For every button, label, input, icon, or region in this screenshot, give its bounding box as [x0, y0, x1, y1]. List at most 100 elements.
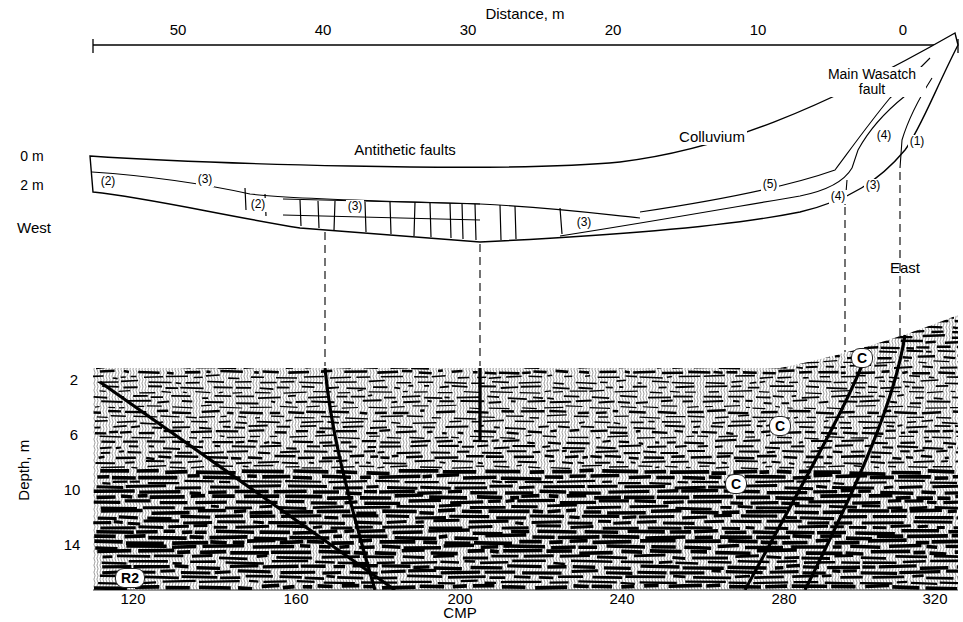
cmp-tick: 160 — [281, 591, 310, 608]
colluvium-boundary — [640, 58, 930, 212]
trench-log — [90, 33, 958, 242]
unit-number: (2) — [249, 198, 268, 211]
reflector-row — [100, 435, 963, 439]
fault-lines — [100, 335, 905, 590]
reflector-row — [97, 345, 963, 349]
reflector-row — [98, 380, 963, 384]
reflector-row — [101, 465, 963, 468]
reflector-row — [101, 510, 957, 513]
depth-tick: 2 — [68, 372, 80, 389]
unit-number: (1) — [908, 135, 927, 148]
depth-tick: 14 — [62, 537, 83, 554]
reflector-row — [101, 400, 963, 403]
reflector-row — [100, 320, 963, 324]
feature-label: Colluvium — [677, 129, 747, 146]
depth-tick: 6 — [68, 427, 80, 444]
callout-text: C — [857, 350, 867, 366]
axis-line — [93, 44, 958, 45]
depth-label: 0 m — [18, 149, 45, 164]
callout-text: C — [775, 418, 785, 434]
fault-line — [478, 368, 481, 440]
reflector-row — [98, 581, 963, 584]
reflector-row — [94, 585, 957, 589]
reflector-row — [97, 485, 963, 488]
correlation-lines — [325, 172, 900, 366]
reflector-row — [93, 520, 963, 524]
reflector-row — [94, 500, 963, 503]
unit-boundary — [92, 172, 480, 204]
callout-label: C — [725, 474, 747, 494]
reflector-row — [94, 490, 963, 493]
unit-boundary — [852, 96, 905, 168]
callout-label: C — [851, 348, 873, 368]
seismic-reflectors — [93, 310, 963, 589]
trench-outline — [90, 33, 958, 242]
unit-number: (3) — [346, 200, 365, 213]
reflector-row — [101, 350, 955, 353]
unit-number: (4) — [875, 129, 894, 142]
reflector-row — [102, 566, 963, 569]
reflector-row — [102, 561, 963, 564]
reflector-row — [96, 495, 963, 499]
reflector-row — [99, 330, 963, 334]
feature-label: Antithetic faults — [352, 142, 458, 159]
reflector-row — [103, 555, 963, 559]
axis-title: Depth, m — [16, 438, 33, 503]
reflector-row — [101, 450, 963, 453]
cmp-tick: 240 — [607, 591, 636, 608]
reflector-row — [100, 315, 963, 319]
reflector-row — [99, 456, 949, 459]
reflector-row — [100, 445, 963, 449]
tick-label: 10 — [748, 22, 769, 39]
reflector-row — [98, 515, 963, 518]
reflector-row — [100, 370, 955, 373]
fault-line — [805, 335, 905, 590]
reflector-row — [95, 545, 963, 549]
reflector-row — [95, 405, 963, 409]
reflector-row — [97, 550, 963, 554]
axis-title: CMP — [441, 605, 478, 622]
unit-number: (3) — [196, 173, 215, 186]
seismic-section — [93, 300, 963, 595]
side-label: East — [888, 260, 922, 277]
antithetic-fault — [245, 188, 562, 240]
reflector-row — [101, 505, 963, 509]
dashed-line — [844, 207, 845, 352]
callout-label: C — [769, 416, 791, 436]
reflector-row — [102, 386, 963, 389]
reflector-row — [101, 310, 963, 314]
reflector-row — [95, 460, 963, 464]
axis-title: Distance, m — [483, 6, 566, 23]
unit-number: (2) — [99, 175, 118, 188]
reflector-row — [102, 481, 957, 484]
fault-line — [745, 350, 868, 590]
callout-text: C — [731, 476, 741, 492]
depth-tick: 10 — [62, 482, 83, 499]
unit-number: (5) — [761, 178, 780, 191]
unit-number: (3) — [575, 216, 594, 229]
reflector-row — [101, 440, 956, 444]
reflector-row — [102, 325, 958, 329]
callout-text: R2 — [121, 570, 139, 586]
dashed-line — [479, 244, 480, 366]
dashed-line — [899, 172, 900, 336]
tick-label: 30 — [458, 22, 479, 39]
reflector-row — [94, 395, 963, 399]
tick-label: 40 — [313, 22, 334, 39]
fault-line — [325, 368, 375, 590]
reflector-row — [97, 475, 963, 479]
reflector-row — [102, 360, 963, 364]
cmp-tick: 280 — [769, 591, 798, 608]
reflector-row — [95, 420, 958, 424]
reflector-row — [97, 355, 963, 358]
unit-number: (3) — [864, 179, 883, 192]
section-base — [93, 590, 958, 591]
cmp-tick: 120 — [118, 591, 147, 608]
callout-label: R2 — [115, 568, 145, 588]
tick-label: 0 — [897, 22, 909, 39]
unit-number: (4) — [829, 190, 848, 203]
reflector-row — [93, 335, 963, 339]
reflector-row — [100, 390, 956, 394]
tick-label: 20 — [603, 22, 624, 39]
reflector-row — [93, 375, 963, 379]
